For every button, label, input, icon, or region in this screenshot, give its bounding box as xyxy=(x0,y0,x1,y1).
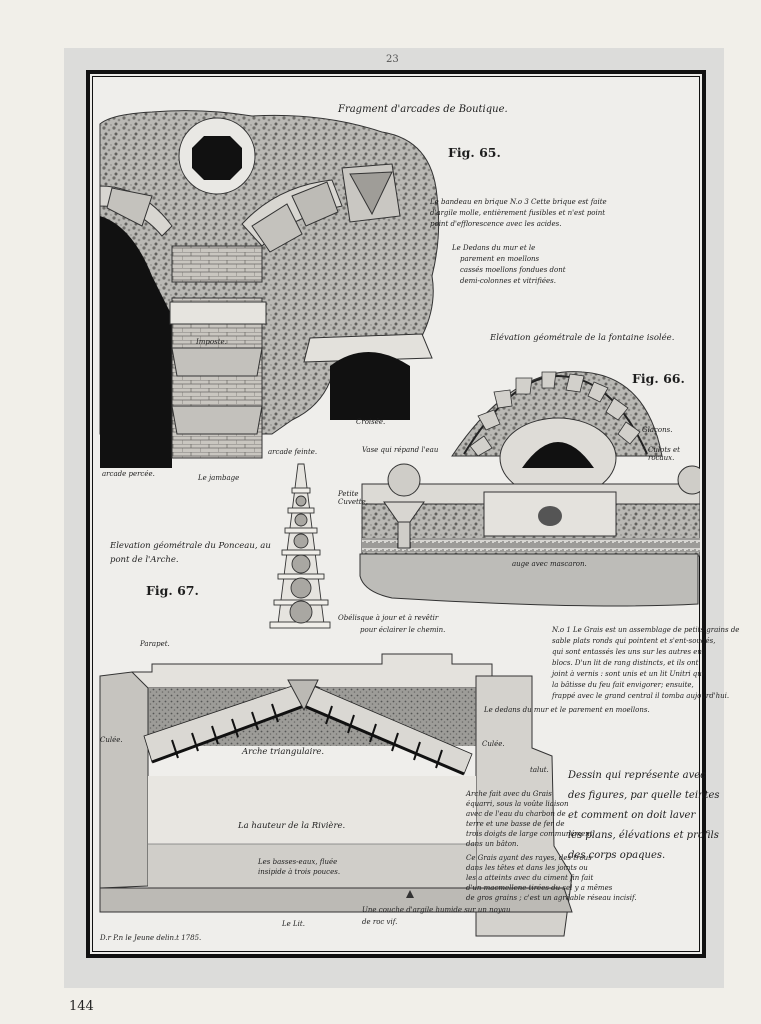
fig67-note-arche-line1: Arche fait avec du Grais xyxy=(466,790,552,798)
fig67-label-culee-left: Culée. xyxy=(100,736,123,744)
fig65-label: Fig. 65. xyxy=(448,145,501,160)
signature: D.r P.n le Jeune delin.t 1785. xyxy=(100,934,202,942)
fig67-label-couche-line1: Une couche d'argile humide sur un noyau xyxy=(362,906,511,914)
fig67-bridge-drawing xyxy=(99,653,573,937)
fig67-note-grain-line2: sable plats ronds qui pointent et s'ent-… xyxy=(552,637,716,645)
fig67-note-arche-line9: les a atteints avec du ciment fin fait xyxy=(466,874,594,882)
fig67-label: Fig. 67. xyxy=(146,583,199,598)
fig66-label: Fig. 66. xyxy=(632,371,685,386)
fig67-note-dessin-line2: des figures, par quelle teintes xyxy=(568,790,720,801)
engraving-illustration xyxy=(99,110,700,937)
fig65-label-croisee: Croisée. xyxy=(356,418,386,426)
fig67-note-grain-line7: frappé avec le grand central il tomba au… xyxy=(552,692,730,700)
fig67-note-dessin-line5: des corps opaques. xyxy=(568,850,666,861)
top-page-number: 23 xyxy=(386,54,399,65)
fig65-label-arcade-percee: arcade percée. xyxy=(102,470,155,478)
fig67-note-grain-line5: joint à vernis : sont unis et un lit Uni… xyxy=(552,670,705,678)
fig67-note-grain-line3: qui sont entassés les uns sur les autres… xyxy=(552,648,702,656)
fig66-label-auge: auge avec mascaron. xyxy=(512,560,587,568)
fig67-note-grain-line6: la bâtisse du feu fait envigorer; ensuit… xyxy=(552,681,694,689)
fig67-note-dessin-line1: Dessin qui représente avec xyxy=(568,770,706,781)
fig66-label-petite-cuvette: Petite Cuvette. xyxy=(338,490,368,507)
fig67-note-arche-line4: terre et une basse de fer de xyxy=(466,820,565,828)
fig67-note-arche-line11: de gros grains ; c'est un agréable résea… xyxy=(466,894,637,902)
fig67-note-arche-line5: trois doigts de large communément xyxy=(466,830,593,838)
fig65-arcades-drawing xyxy=(99,110,440,468)
fig65-note1-line3: point d'efflorescence avec les acides. xyxy=(430,220,562,228)
fig67-label-hauteur: La hauteur de la Rivière. xyxy=(238,821,346,831)
fig67-title-line1: Elevation géométrale du Ponceau, au xyxy=(110,541,271,551)
fig65-title: Fragment d'arcades de Boutique. xyxy=(338,104,508,115)
fig67-label-talut: talut. xyxy=(530,766,549,774)
fig66-label-vase: Vase qui répand l'eau xyxy=(362,446,439,454)
fig67-note-arche-line7: Ce Grais ayant des rayes, des trous xyxy=(466,854,592,862)
fig65-label-jambage: Le jambage xyxy=(198,474,240,482)
fig67-label-parapet: Parapet. xyxy=(140,640,170,648)
fig65-note2-line3: cassés moellons fondues dont xyxy=(460,266,566,274)
fig67-label-basses-eaux-line2: insipide à trois pouces. xyxy=(258,868,341,876)
fig65-note1-line2: d'argile molle, entièrement fusibles et … xyxy=(430,209,606,217)
fig67-label-culee-right: Culée. xyxy=(482,740,505,748)
fig66-title: Elévation géométrale de la fontaine isol… xyxy=(490,333,675,343)
fig67-note-arche-line3: avec de l'eau du charbon de xyxy=(466,810,566,818)
fig67-label-dedans: Le dedans du mur et le parement en moell… xyxy=(484,706,650,714)
fig67-title-line2: pont de l'Arche. xyxy=(110,555,179,565)
obelisk-drawing xyxy=(269,463,331,629)
fig66-label-culots: Culots et rocaux. xyxy=(648,446,680,463)
fig67-note-arche-line2: équarri, sous la voûte liaison xyxy=(466,800,569,808)
fig67-label-obelisque-line1: Obélisque à jour et à revêtir xyxy=(338,614,439,622)
fig65-note2-line1: Le Dedans du mur et le xyxy=(452,244,536,252)
fig65-note2-line4: demi-colonnes et vitrifiées. xyxy=(460,277,556,285)
fig67-note-grain-line4: blocs. D'un lit de rang distincts, et il… xyxy=(552,659,699,667)
fig67-note-arche-line8: dans les têtes et dans les joints ou xyxy=(466,864,588,872)
fig67-note-dessin-line3: et comment on doit laver xyxy=(568,810,696,821)
fig67-note-dessin-line4: les plans, élévations et profils xyxy=(568,830,719,841)
fig67-label-arche: Arche triangulaire. xyxy=(242,747,325,757)
fig65-label-arcade-feinte: arcade feinte. xyxy=(268,448,318,456)
bottom-page-number: 144 xyxy=(69,999,94,1014)
fig67-label-lit: Le Lit. xyxy=(282,920,305,928)
fig67-note-grain-line1: N.o 1 Le Grais est un assemblage de peti… xyxy=(552,626,740,634)
fig67-label-basses-eaux-line1: Les basses-eaux, fluée xyxy=(258,858,338,866)
fig67-note-arche-line6: dans un bâton. xyxy=(466,840,519,848)
fig67-label-obelisque-line2: pour éclairer le chemin. xyxy=(360,626,446,634)
fig66-fountain-drawing xyxy=(359,371,700,607)
fig65-label-imposte: Imposte. xyxy=(196,338,227,346)
fig66-label-glacons: Glaçons. xyxy=(642,426,673,434)
fig67-label-couche-line2: de roc vif. xyxy=(362,918,398,926)
fig67-note-arche-line10: d'un macmellene tirées du sel y a mêmes xyxy=(466,884,613,892)
fig65-note2-line2: parement en moellons xyxy=(460,255,540,263)
fig65-note1-line1: Le bandeau en brique N.o 3 Cette brique … xyxy=(430,198,607,206)
